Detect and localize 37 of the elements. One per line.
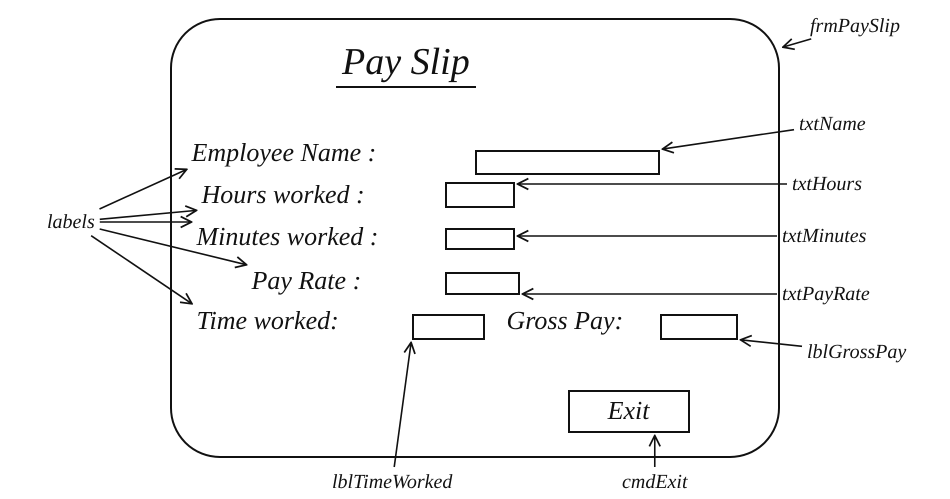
button: Exit — [568, 390, 690, 432]
text-field — [474, 150, 660, 174]
text-field — [444, 182, 514, 208]
text-field — [444, 228, 514, 250]
connector — [782, 38, 812, 50]
leader-arrow — [516, 178, 787, 190]
leader-arrow — [100, 228, 248, 268]
leader-arrow — [100, 205, 198, 220]
leader-arrow — [648, 434, 662, 467]
text-field — [660, 314, 738, 340]
annotation-text: frmPaySlip — [808, 14, 902, 38]
window-frame — [170, 18, 780, 458]
leader-arrow — [90, 235, 193, 305]
text-field — [444, 272, 520, 294]
text-field — [412, 314, 484, 340]
annotation-text: labels — [45, 210, 97, 234]
annotation-text: txtMinutes — [780, 224, 868, 248]
annotation-text: txtHours — [790, 172, 864, 196]
leader-arrow — [99, 168, 188, 210]
field-label: Employee Name : — [190, 138, 378, 168]
annotation-text: lblTimeWorked — [330, 470, 454, 494]
field-label: Time worked: — [194, 306, 341, 336]
leader-arrow — [516, 230, 777, 242]
annotation-text: lblGrossPay — [805, 340, 908, 364]
leader-arrow — [740, 334, 802, 348]
form-title: Pay Slip — [336, 40, 476, 88]
leader-arrow — [100, 216, 192, 228]
annotation-text: txtPayRate — [780, 282, 872, 306]
field-label: Pay Rate : — [250, 266, 364, 296]
leader-arrow — [522, 288, 777, 300]
leader-arrow — [393, 342, 416, 468]
annotation-text: cmdExit — [620, 470, 690, 494]
field-label: Gross Pay: — [504, 306, 626, 336]
field-label: Minutes worked : — [194, 222, 380, 252]
leader-arrow — [662, 128, 794, 154]
field-label: Hours worked : — [200, 180, 367, 210]
annotation-text: txtName — [797, 112, 868, 136]
